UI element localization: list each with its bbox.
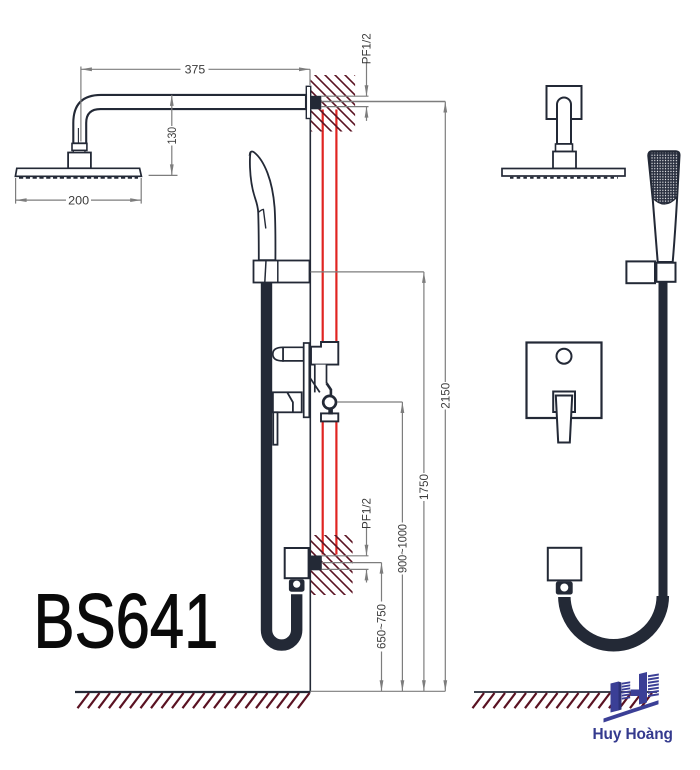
svg-text:375: 375 [185, 63, 206, 77]
svg-text:1750: 1750 [417, 474, 431, 500]
svg-text:900~1000: 900~1000 [396, 524, 410, 573]
svg-text:200: 200 [68, 193, 89, 207]
svg-text:Huy Hoàng: Huy Hoàng [593, 726, 673, 743]
svg-text:2150: 2150 [438, 382, 452, 408]
svg-text:PF1/2: PF1/2 [360, 498, 374, 529]
svg-text:650~750: 650~750 [375, 604, 389, 649]
svg-text:PF1/2: PF1/2 [360, 33, 374, 64]
svg-text:BS641: BS641 [34, 578, 219, 664]
svg-text:130: 130 [165, 127, 179, 145]
